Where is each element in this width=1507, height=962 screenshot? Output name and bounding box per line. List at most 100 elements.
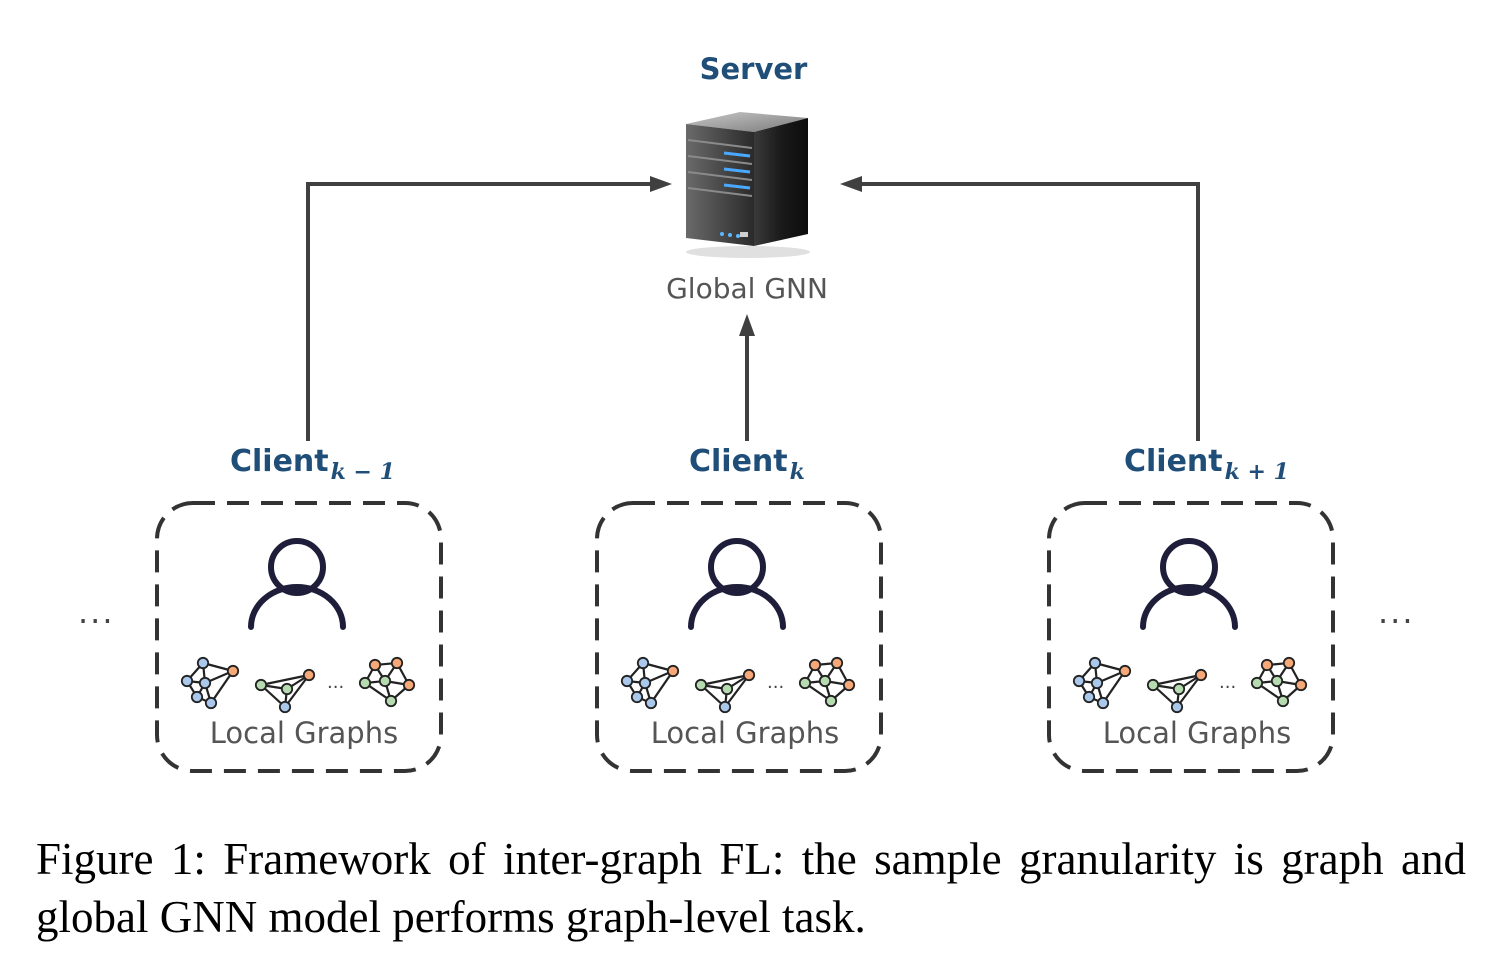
graph-icon [1146,668,1208,714]
graph-node [1088,656,1102,670]
graph-node [180,674,194,688]
graph-node [620,674,634,688]
server-icon [686,112,810,258]
graph-node [1270,674,1284,688]
graph-node [402,678,416,692]
local-graphs-label: Local Graphs [209,716,399,750]
graph-node [196,656,210,670]
graph-node [1260,658,1274,672]
client-box-border [155,501,443,773]
user-icon-body [1140,584,1238,630]
client-box: ··· [1047,501,1335,773]
graph-node [636,656,650,670]
client-box: ··· [595,501,883,773]
graph-node [1170,700,1184,714]
ellipsis-right: ··· [1378,602,1415,640]
graph-node [798,676,812,690]
user-icon [1140,538,1238,630]
graph-node [378,674,392,688]
graph-node [198,676,212,690]
graph-node [720,682,734,696]
arrow-right-to-server [860,182,1200,441]
graph-node [226,664,240,678]
graph-node [1072,674,1086,688]
graph-node [742,668,756,682]
graph-node [824,694,838,708]
graph-edge [700,673,750,687]
user-icon [248,538,346,630]
graph-icon [694,668,756,714]
ellipsis-left: ··· [78,602,115,640]
graph-icon [254,668,316,714]
user-icon-head [1160,538,1218,596]
graph-icon [1072,656,1132,710]
graph-edge [260,673,310,687]
client-box: ··· [155,501,443,773]
graph-edge [650,670,674,704]
graph-icon [1250,656,1308,708]
graph-node [384,694,398,708]
local-graphs-label: Local Graphs [1102,716,1292,750]
graph-icon [620,656,680,710]
client-label-k: Clientk [689,444,805,485]
client-name: Client [1124,444,1223,479]
graph-edge [1176,674,1202,708]
graph-node [1146,678,1160,692]
user-icon-head [708,538,766,596]
inner-ellipsis: ··· [767,677,784,698]
graph-node [1090,676,1104,690]
graph-node [190,690,204,704]
graph-node [842,678,856,692]
graph-node [1294,678,1308,692]
arrow-left-to-server [306,182,652,441]
graph-node [638,676,652,690]
client-label-k-plus-1: Clientk + 1 [1124,444,1289,485]
graph-node [1250,676,1264,690]
graph-edge [1102,670,1126,704]
user-icon [688,538,786,630]
inner-ellipsis: ··· [327,677,344,698]
clients-layer: ··· ··· ··· [155,501,1335,773]
graph-node [666,664,680,678]
graph-icon [180,656,240,710]
graph-node [644,696,658,710]
graph-node [694,678,708,692]
client-subscript: k [789,459,805,485]
diagram-stage: ········· Server Global GNN Clientk − 1 … [78,52,1415,773]
user-icon-head [268,538,326,596]
graph-node [818,674,832,688]
graph-node [1172,682,1186,696]
server-title: Server [699,52,808,86]
graph-icon [358,656,416,708]
graph-node [1096,696,1110,710]
arrowhead-left [650,176,672,192]
graph-edge [1152,673,1202,687]
user-icon-body [688,584,786,630]
local-graphs-label: Local Graphs [650,716,840,750]
graph-node [204,696,218,710]
graph-node [390,656,404,670]
graph-edge [284,674,310,708]
client-box-border [1047,501,1335,773]
graph-edge [724,674,750,708]
graph-node [830,656,844,670]
client-box-border [595,501,883,773]
user-icon-body [248,584,346,630]
graph-node [1082,690,1096,704]
graph-node [1282,656,1296,670]
graph-edge [210,670,234,704]
inner-ellipsis: ··· [1219,677,1236,698]
arrowhead-right [840,176,862,192]
arrowhead-center [739,314,755,336]
graph-node [718,700,732,714]
graph-node [280,682,294,696]
diagram-canvas: ··· ··· ··· [155,112,1335,773]
client-label-k-minus-1: Clientk − 1 [230,444,395,485]
graph-node [368,658,382,672]
graph-node [808,658,822,672]
graph-icon [798,656,856,708]
client-name: Client [230,444,329,479]
graph-node [254,678,268,692]
graph-node [278,700,292,714]
graph-node [1118,664,1132,678]
